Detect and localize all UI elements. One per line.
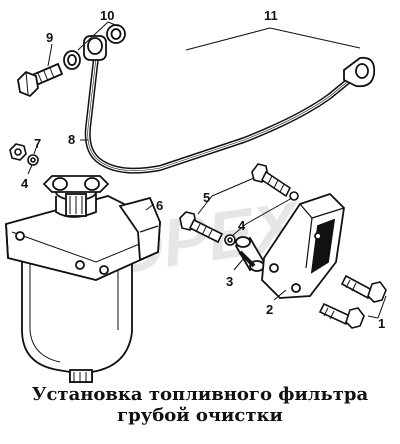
callout-9: 9 <box>46 30 53 45</box>
filter-housing <box>5 175 161 383</box>
callout-4-left: 4 <box>21 176 29 191</box>
callout-1: 1 <box>378 316 385 331</box>
banjo-fitting-left <box>83 35 107 61</box>
callout-4-right: 4 <box>238 218 246 233</box>
callout-6: 6 <box>156 198 163 213</box>
bolt-lower <box>179 211 236 246</box>
callout-8: 8 <box>68 132 75 147</box>
leader-lines <box>27 21 387 319</box>
spacer-bushing <box>234 236 266 272</box>
caption-line-1: Установка топливного фильтра <box>31 384 369 405</box>
callout-2: 2 <box>266 302 273 317</box>
mounting-bracket <box>261 192 345 299</box>
sealing-washers <box>63 24 126 70</box>
bolt-1-lower <box>318 302 365 329</box>
nut-and-washer-left <box>9 143 39 166</box>
caption-line-2: грубой очистки <box>117 405 283 426</box>
callout-5: 5 <box>203 190 210 205</box>
banjo-bolt <box>17 62 64 98</box>
diagram-caption: Установка топливного фильтра грубой очис… <box>0 384 400 426</box>
callout-10: 10 <box>100 8 114 23</box>
callout-11: 11 <box>264 8 278 23</box>
callout-3: 3 <box>226 274 233 289</box>
callout-7: 7 <box>34 136 41 151</box>
fuel-pipe <box>84 57 354 174</box>
banjo-fitting-right <box>343 56 376 88</box>
bolt-1-upper <box>340 274 387 303</box>
